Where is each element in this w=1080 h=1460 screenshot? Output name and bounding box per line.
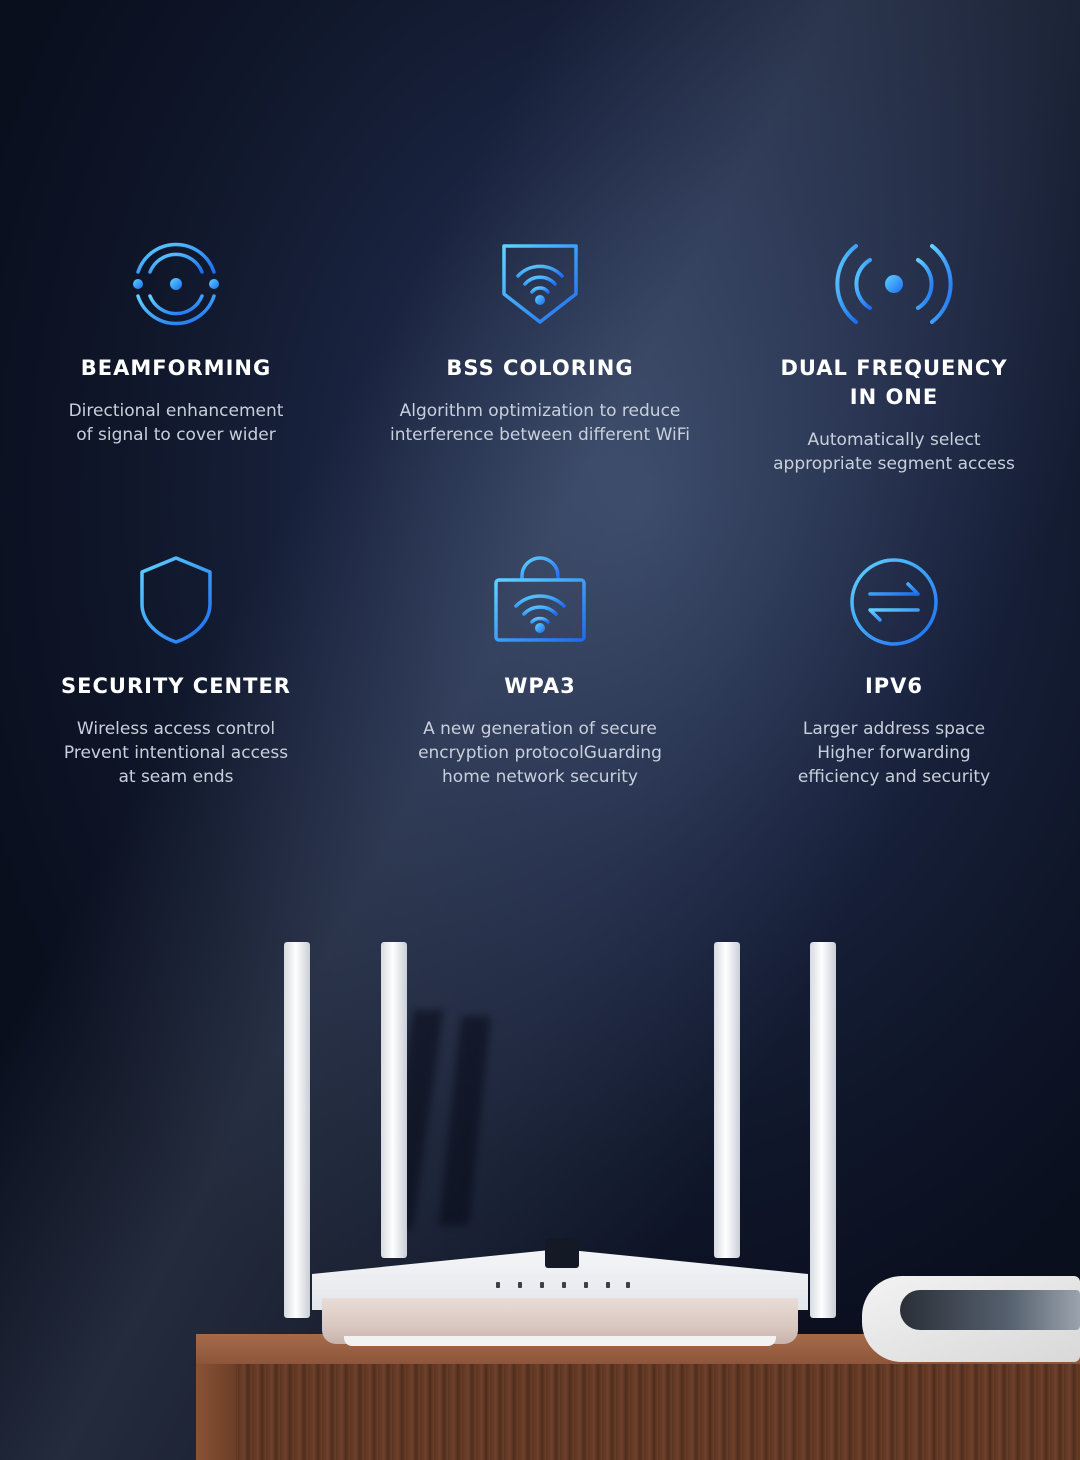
feature-title: IPV6 bbox=[864, 674, 924, 698]
router-led bbox=[562, 1282, 566, 1288]
feature-title: DUAL FREQUENCY IN ONE bbox=[780, 356, 1008, 409]
feature-description: Larger address space Higher forwarding e… bbox=[797, 719, 991, 787]
router-led bbox=[518, 1282, 522, 1288]
wifi-lock-icon bbox=[494, 556, 586, 642]
feature-title: BEAMFORMING bbox=[80, 356, 272, 380]
wooden-table-front bbox=[196, 1364, 1080, 1460]
feature-description: Automatically select appropriate segment… bbox=[773, 430, 1015, 474]
router-antenna bbox=[810, 942, 836, 1318]
router-led bbox=[626, 1282, 630, 1288]
router-antenna bbox=[381, 942, 407, 1258]
router-led bbox=[496, 1282, 500, 1288]
router-display bbox=[545, 1238, 579, 1268]
router-antenna bbox=[284, 942, 310, 1318]
beamforming-icon bbox=[133, 242, 219, 326]
feature-description: Wireless access control Prevent intentio… bbox=[63, 719, 289, 787]
feature-security-center: SECURITY CENTER Wireless access control … bbox=[0, 554, 356, 789]
security-shield-plus-icon bbox=[140, 556, 212, 644]
wifi-shield-icon bbox=[502, 244, 578, 324]
router-led bbox=[540, 1282, 544, 1288]
feature-description: Directional enhancement of signal to cov… bbox=[68, 401, 284, 445]
feature-title: SECURITY CENTER bbox=[61, 674, 291, 698]
feature-dual-frequency: DUAL FREQUENCY IN ONE Automatically sele… bbox=[714, 236, 1074, 476]
router-antenna bbox=[714, 942, 740, 1258]
feature-ipv6: IPV6 Larger address space Higher forward… bbox=[714, 554, 1074, 789]
signal-broadcast-icon bbox=[835, 244, 953, 324]
antenna-shadow bbox=[438, 1016, 492, 1226]
magazine-cover bbox=[900, 1290, 1080, 1330]
router-led bbox=[584, 1282, 588, 1288]
router-led bbox=[606, 1282, 610, 1288]
feature-wpa3: WPA3 A new generation of secure encrypti… bbox=[360, 554, 720, 789]
feature-description: Algorithm optimization to reduce interfe… bbox=[389, 401, 691, 445]
feature-description: A new generation of secure encryption pr… bbox=[418, 719, 662, 787]
feature-bss-coloring: BSS COLORING Algorithm optimization to r… bbox=[360, 236, 720, 447]
wooden-table-edge bbox=[196, 1364, 236, 1460]
feature-grid: BEAMFORMING Directional enhancement of s… bbox=[0, 236, 1080, 816]
exchange-arrows-icon bbox=[850, 558, 938, 646]
feature-beamforming: BEAMFORMING Directional enhancement of s… bbox=[0, 236, 356, 447]
feature-title: WPA3 bbox=[504, 674, 576, 698]
feature-title: BSS COLORING bbox=[446, 356, 634, 380]
router-base bbox=[344, 1336, 776, 1346]
